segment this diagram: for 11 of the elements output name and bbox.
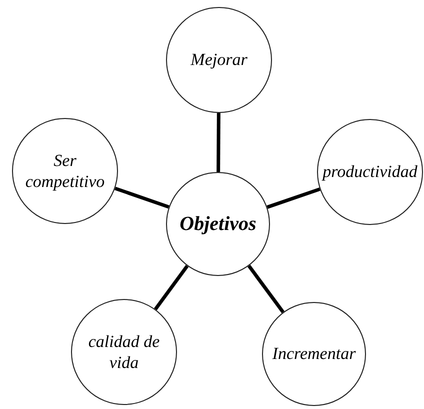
connector-line: [114, 186, 170, 209]
node-label: Mejorar: [190, 49, 248, 71]
node-label: Ser competitivo: [24, 150, 106, 192]
connector-line: [247, 264, 285, 314]
central-topic-label: Objetivos: [180, 212, 256, 236]
connector-line: [154, 264, 189, 310]
node-label: Incrementar: [272, 343, 356, 365]
node-label: productividad: [322, 161, 418, 183]
connector-line: [266, 188, 320, 209]
node-label: calidad de vida: [87, 330, 161, 374]
connector-line: [216, 113, 220, 172]
